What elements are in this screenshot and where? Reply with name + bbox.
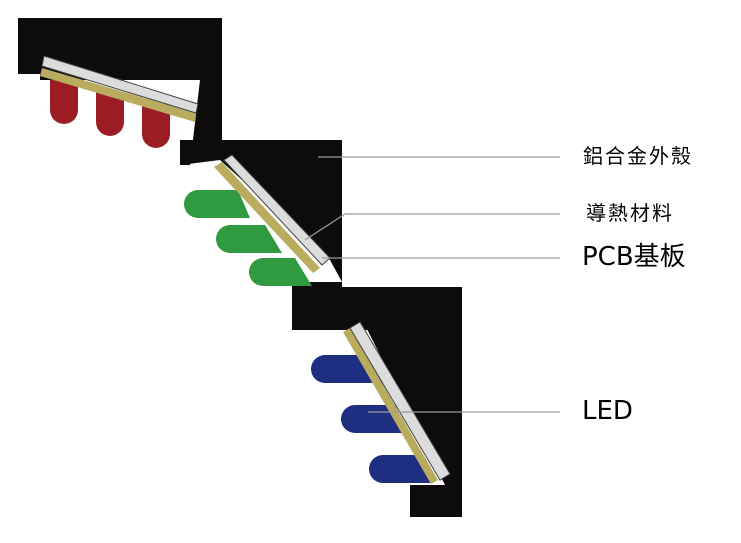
led-red-3 — [142, 104, 170, 148]
pcb-board-bottom — [343, 321, 451, 484]
thermal-layer-middle — [214, 162, 320, 273]
housing-top-block — [18, 18, 222, 165]
label-thermal-material: 導熱材料 — [586, 201, 674, 225]
thermal-layer-top — [40, 68, 196, 122]
leader-thermal — [304, 213, 560, 241]
label-aluminum-housing: 鋁合金外殼 — [583, 144, 693, 168]
led-green-2 — [216, 225, 282, 253]
pcb-board-top — [40, 55, 199, 122]
pcb-board-middle — [214, 154, 331, 273]
aluminum-housing — [18, 18, 462, 517]
pcb-middle — [223, 154, 331, 266]
label-led: LED — [582, 396, 633, 426]
label-pcb-substrate: PCB基板 — [582, 242, 686, 272]
thermal-layer-bottom — [343, 328, 438, 484]
led-green-3 — [249, 258, 312, 286]
led-group-green — [184, 190, 312, 286]
led-green-1 — [184, 190, 250, 218]
leader-lines — [304, 156, 560, 413]
pcb-top — [41, 55, 199, 114]
pcb-bottom — [349, 321, 451, 481]
led-red-2 — [96, 92, 124, 136]
led-blue-3 — [369, 455, 432, 483]
housing-bottom-block — [292, 287, 462, 517]
led-group-red — [50, 80, 170, 148]
led-red-1 — [50, 80, 78, 124]
